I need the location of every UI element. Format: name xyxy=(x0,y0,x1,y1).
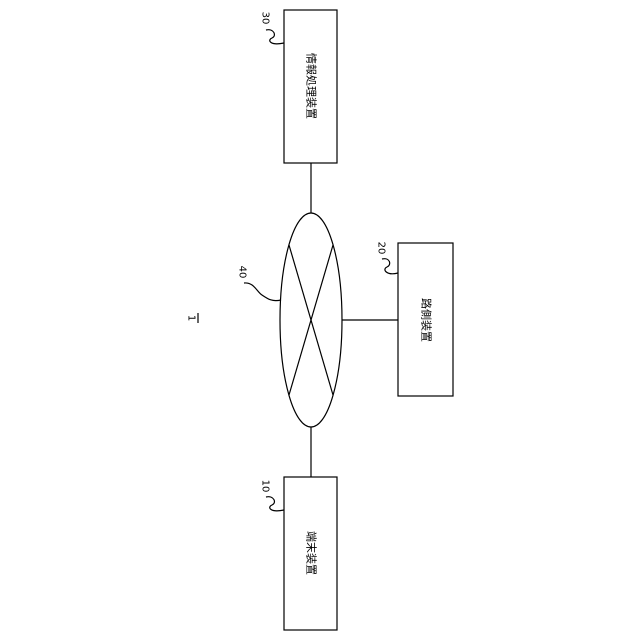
figure-ref-text: 1 xyxy=(186,315,197,321)
ref-10: 10 xyxy=(260,480,285,511)
ref-40: 40 xyxy=(237,266,282,301)
roadside-label: 路側装置 xyxy=(420,298,433,342)
ref-20: 20 xyxy=(376,242,399,274)
terminal-node: 端末装置 xyxy=(284,477,337,630)
figure-ref: 1 xyxy=(186,313,199,323)
network-node xyxy=(280,213,342,427)
ref-10-text: 10 xyxy=(260,480,271,493)
roadside-node: 路側装置 xyxy=(398,243,453,396)
ref-20-leader xyxy=(382,259,398,274)
ref-30: 30 xyxy=(260,12,285,44)
ref-30-leader xyxy=(266,30,284,44)
ref-40-text: 40 xyxy=(237,266,248,279)
ref-10-leader xyxy=(266,497,284,511)
ref-30-text: 30 xyxy=(260,12,271,25)
information-processing-label: 情報処理装置 xyxy=(305,53,318,119)
terminal-label: 端末装置 xyxy=(305,531,319,575)
ref-20-text: 20 xyxy=(376,242,387,255)
ref-40-leader xyxy=(244,283,281,301)
information-processing-node: 情報処理装置 xyxy=(284,10,337,163)
